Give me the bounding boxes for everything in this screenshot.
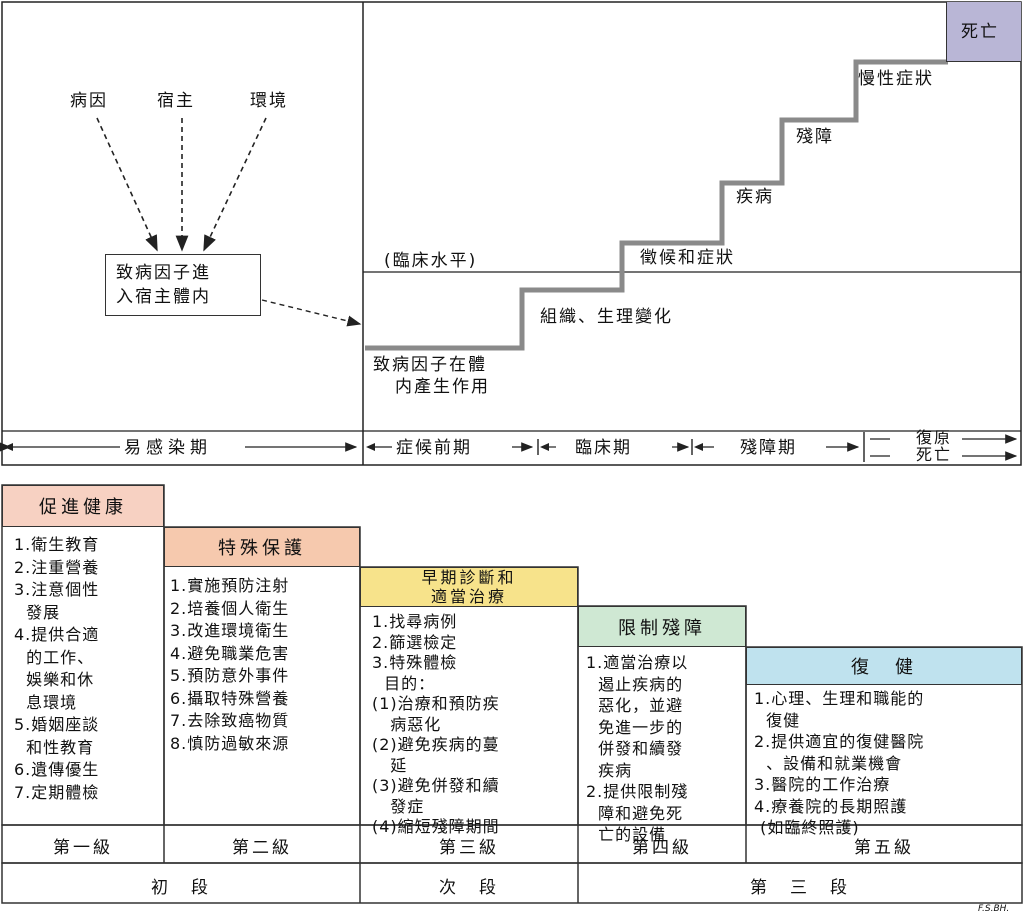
phase-tertiary: 第 三 段: [750, 878, 850, 898]
level2-item: 5.預防意外事件: [170, 666, 290, 685]
level3-label: 第三級: [439, 838, 499, 858]
level3-item: 1.找尋病例: [372, 612, 458, 631]
arrow-environment: [203, 117, 267, 252]
level5-item: 4.療養院的長期照護: [754, 796, 908, 816]
level2-header: 特殊保護: [164, 527, 360, 567]
level4-item: 遏止疾病的: [586, 674, 684, 694]
level2-item: 1.實施預防注射: [170, 576, 290, 595]
level1-item: 6.遺傳優生: [14, 760, 100, 779]
level4-item: 惡化，並避: [586, 696, 684, 715]
level3-item: 2.篩選檢定: [372, 632, 458, 652]
stage-action-line1: 致病因子在體: [373, 355, 487, 375]
level1-item: 和性教育: [14, 737, 95, 757]
factor-host: 宿主: [157, 91, 195, 111]
level4-item: 疾病: [586, 760, 633, 780]
level1-header: 促進健康: [2, 485, 164, 527]
level4-item: 1.適當治療以: [586, 653, 689, 672]
level1-label: 第一級: [53, 838, 113, 858]
period-presymptomatic: 症候前期: [396, 438, 472, 458]
level5-label: 第五級: [854, 838, 914, 858]
level1-item: 息環境: [14, 692, 78, 712]
level3-item: 延: [372, 755, 408, 775]
level5-item: 1.心理、生理和職能的: [754, 689, 925, 708]
phase-secondary: 次 段: [439, 878, 499, 898]
factor-agent: 病因: [70, 91, 108, 111]
level1-item: 的工作、: [14, 647, 95, 667]
stage-signs: 徵候和症狀: [640, 248, 735, 268]
level1-item: 5.婚姻座談: [14, 715, 100, 734]
level3-item: (1)治療和預防疾: [372, 694, 500, 713]
level1-item: 發展: [14, 602, 61, 622]
death-box: 死亡: [946, 2, 1021, 62]
level4-item: 免進一步的: [586, 717, 684, 737]
arrow-to-host: [261, 299, 362, 327]
level2-list: 1.實施預防注射 2.培養個人衛生 3.改進環境衛生 4.避免職業危害 5.預防意外事件…: [170, 575, 289, 755]
level4-item: 併發和續發: [586, 739, 684, 758]
level1-item: 7.定期體檢: [14, 782, 100, 802]
level4-list: 1.適當治療以 遏止疾病的 惡化，並避 免進一步的 併發和續發 疾病 2.提供限制…: [586, 652, 688, 846]
period-disability: 殘障期: [740, 438, 797, 458]
level2-label: 第二級: [232, 838, 292, 858]
level5-list: 1.心理、生理和職能的 復健 2.提供適宜的復健醫院 、設備和就業機會 3.醫院的工…: [754, 688, 924, 839]
level1-item: 3.注意個性: [14, 580, 100, 599]
level4-item: 亡的設備: [586, 825, 667, 844]
entry-box-line2: 入宿主體内: [116, 287, 211, 307]
level2-item: 4.避免職業危害: [170, 643, 290, 663]
level5-item: 3.醫院的工作治療: [754, 775, 891, 794]
level5-item: 、設備和就業機會: [754, 753, 903, 773]
period-clinical: 臨床期: [575, 438, 632, 458]
level2-item: 2.培養個人衛生: [170, 598, 290, 618]
death-box-label: 死亡: [961, 22, 999, 42]
level1-list: 1.衛生教育 2.注重營養 3.注意個性 發展 4.提供合適 的工作、 娛樂和休 息環…: [14, 534, 99, 804]
level5-item: 復健: [754, 710, 801, 730]
level3-item: 病惡化: [372, 714, 442, 734]
level3-item: 目的：: [372, 673, 436, 693]
progression-staircase: [365, 59, 948, 351]
level3-header: 早期診斷和 適當治療: [360, 567, 578, 607]
level3-item: (4)縮短殘障期間: [372, 817, 500, 836]
period-recovery: 復原: [916, 428, 953, 447]
level4-label: 第四級: [632, 838, 692, 858]
level2-item: 6.攝取特殊營養: [170, 688, 290, 708]
level2-item: 7.去除致癌物質: [170, 711, 290, 730]
stage-disability: 殘障: [796, 127, 834, 147]
stage-chronic: 慢性症狀: [858, 69, 934, 89]
level1-item: 1.衛生教育: [14, 535, 100, 554]
level1-item: 娛樂和休: [14, 670, 95, 689]
level3-item: 發症: [372, 796, 425, 816]
level3-item: 3.特殊體檢: [372, 653, 458, 672]
level3-header-line1: 早期診斷和: [421, 568, 517, 587]
level4-header: 限制殘障: [578, 606, 746, 647]
level1-item: 2.注重營養: [14, 557, 100, 577]
entry-box: 致病因子進 入宿主體内: [105, 254, 261, 316]
level3-item: (3)避免併發和續: [372, 776, 500, 795]
level4-item: 2.提供限制殘: [586, 782, 689, 801]
stage-tissue: 組織、生理變化: [540, 307, 673, 327]
level5-item: (如臨終照護): [754, 818, 860, 837]
level5-item: 2.提供適宜的復健醫院: [754, 732, 925, 751]
arrow-agent: [96, 117, 158, 252]
level1-item: 4.提供合適: [14, 625, 100, 644]
stage-action-line2: 内產生作用: [395, 377, 490, 397]
level5-header: 復 健: [746, 647, 1022, 685]
period-susceptibility: 易感染期: [124, 438, 212, 458]
level3-header-line2: 適當治療: [430, 587, 507, 606]
factor-environment: 環境: [250, 91, 288, 111]
stage-disease: 疾病: [736, 187, 774, 207]
level4-item: 障和避免死: [586, 803, 684, 823]
level3-item: (2)避免疾病的蔓: [372, 735, 500, 754]
clinical-horizon-label: (臨床水平): [384, 251, 478, 271]
entry-box-line1: 致病因子進: [116, 263, 211, 283]
period-death: 死亡: [916, 445, 953, 464]
credit: F.S.BH.: [978, 904, 1010, 914]
level2-item: 8.慎防過敏來源: [170, 733, 290, 753]
level2-item: 3.改進環境衛生: [170, 621, 290, 640]
top-frame: [1, 1, 1022, 466]
phase-primary: 初 段: [151, 878, 211, 898]
